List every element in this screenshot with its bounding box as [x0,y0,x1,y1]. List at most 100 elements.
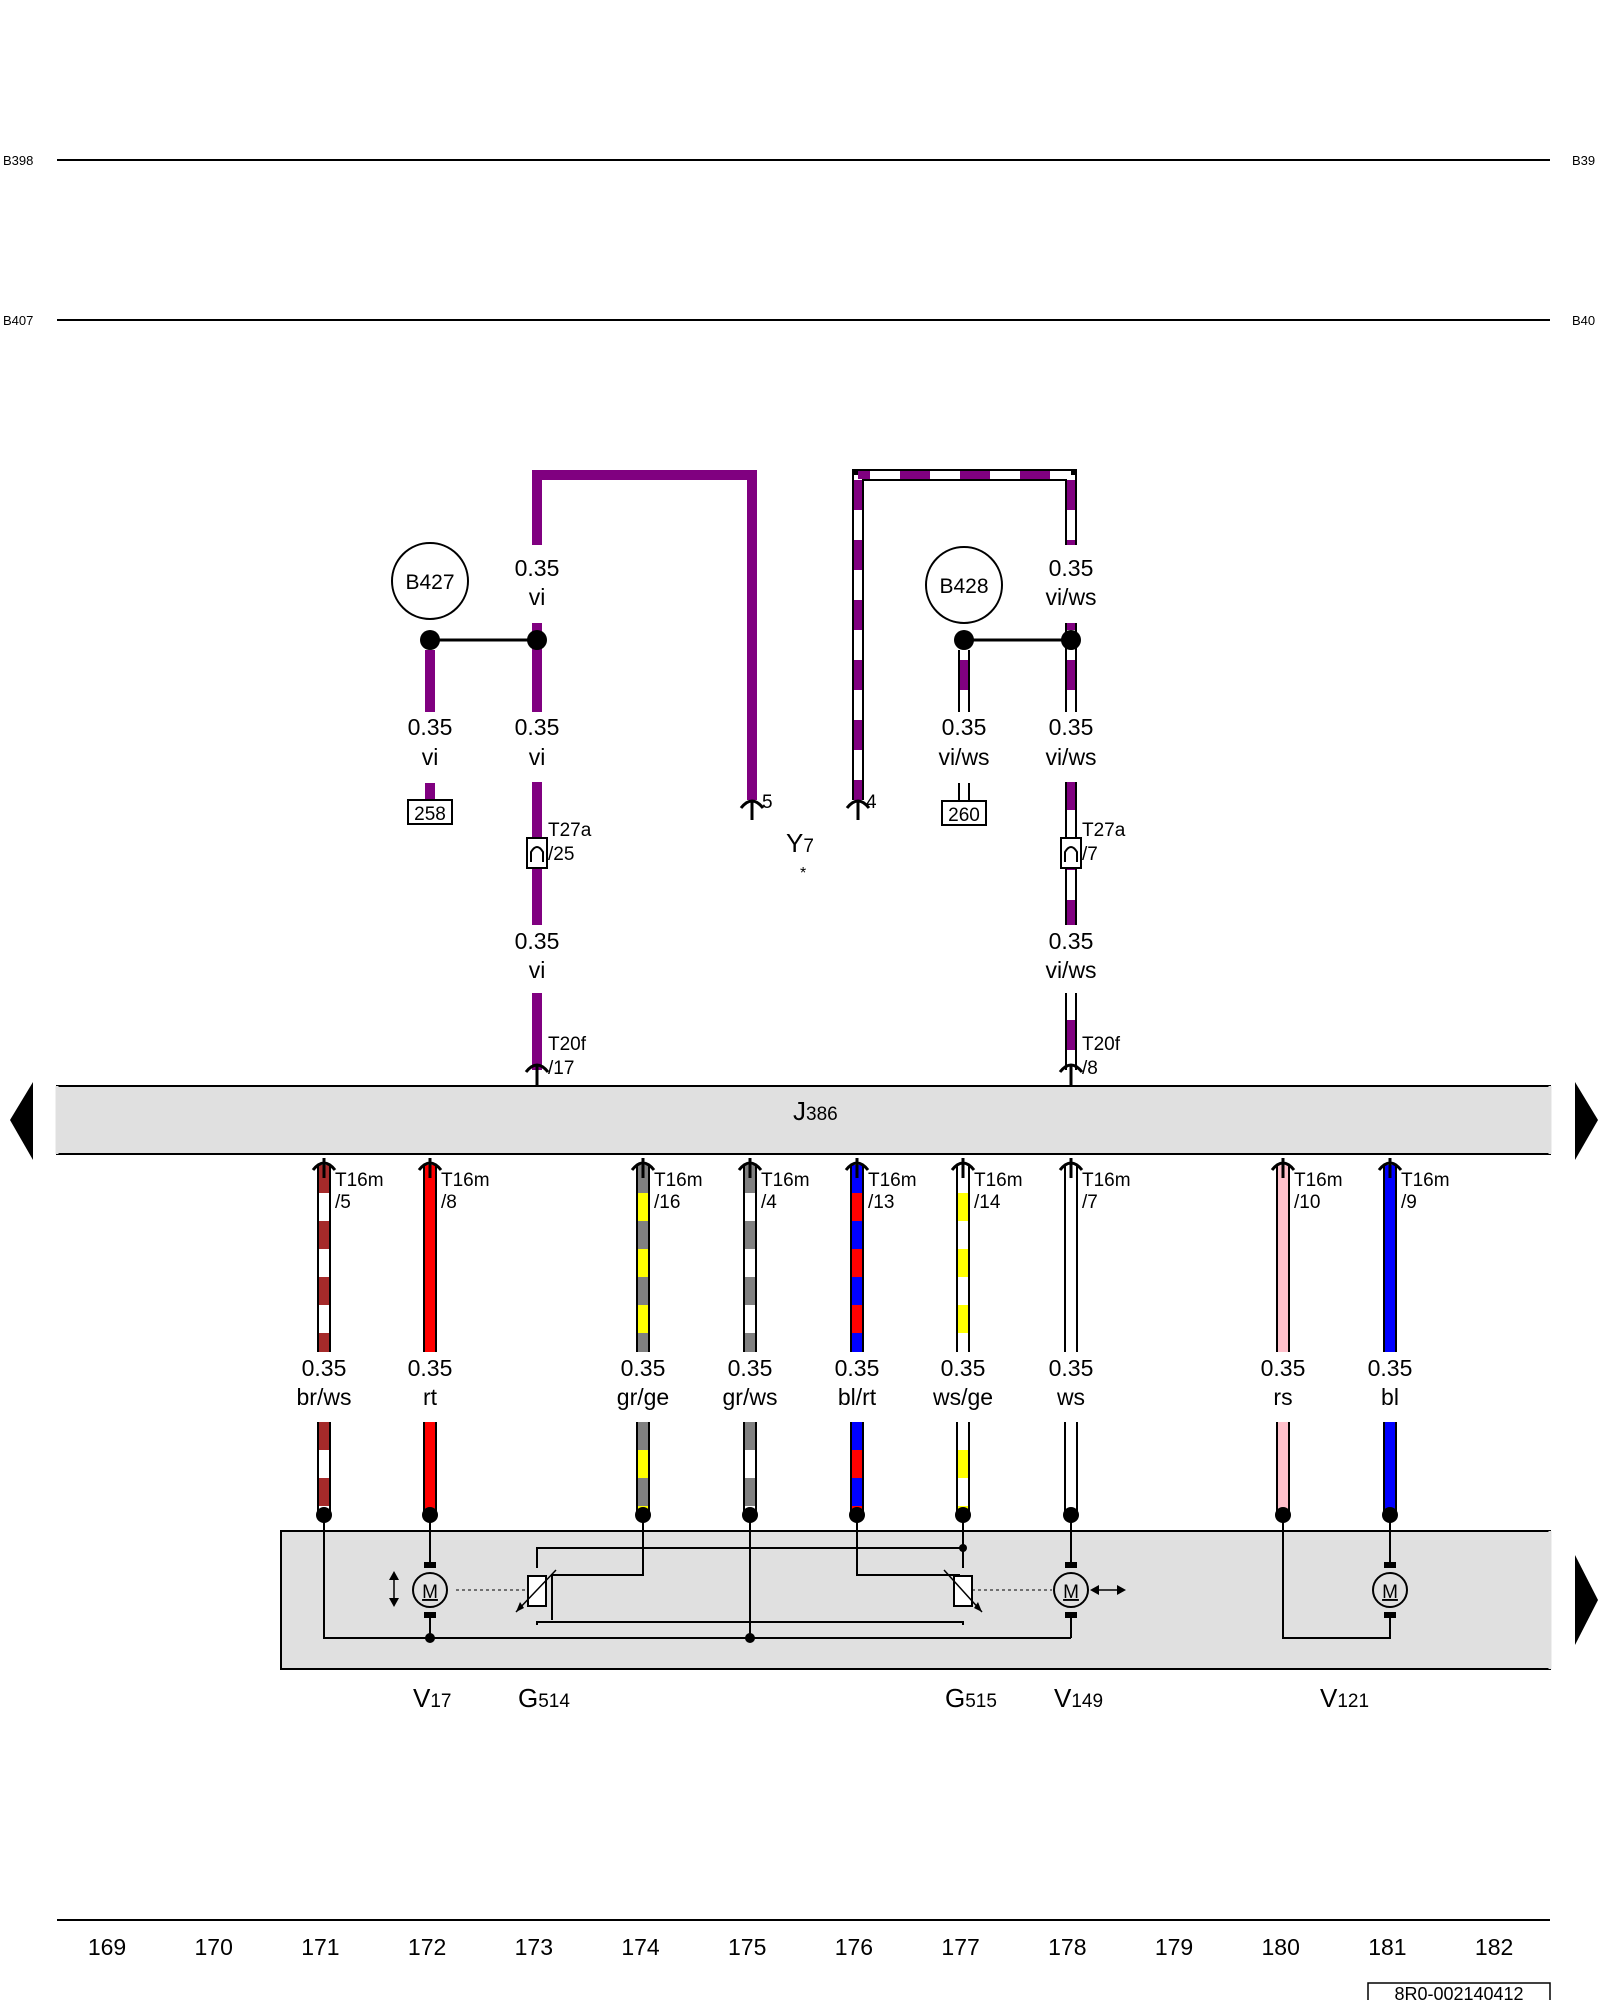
terminal-dot [955,1507,971,1523]
motor-symbol: M [422,1582,438,1603]
terminal-dot [422,1507,438,1523]
column-number: 174 [621,1934,660,1960]
wire-color-label: vi [529,744,546,770]
terminal-dot [742,1507,758,1523]
wire-gauge-label: 0.35 [1049,1355,1094,1381]
component-labels: V17 G514 G515 V149 V121 [413,1683,1369,1713]
connector-name: T27a [548,820,592,841]
wire-color-label: rs [1273,1384,1292,1410]
connector-pin: /17 [548,1058,574,1079]
control-unit-j386: J386 [10,1082,1598,1160]
connector-pin: /10 [1294,1192,1320,1213]
connector-pin: /5 [335,1192,351,1213]
edge-label-b407-right: B40 [1572,313,1595,328]
connector-pin: /13 [868,1192,894,1213]
connector-pin: 5 [762,792,773,813]
upper-right-circuit: B428 260 0.35 vi/ws 0.35 vi/ws 0.35 vi/w… [845,469,1126,1085]
reference-label-b428: B428 [939,575,988,598]
column-number: 171 [301,1934,339,1960]
connector-name: T16m [1082,1170,1131,1191]
left-right-arrow-icon [1090,1585,1126,1595]
wire-color-label: vi/ws [938,744,989,770]
column-number: 176 [835,1934,873,1960]
connector-pin: /25 [548,844,574,865]
column-number: 179 [1155,1934,1193,1960]
splice-dot [420,630,440,650]
component-y7: Y7 * [786,828,814,882]
wire-color-label: bl/rt [838,1384,877,1410]
connector-pin: /14 [974,1192,1001,1213]
connector-name: T16m [1294,1170,1343,1191]
wire-gauge-label: 0.35 [942,714,987,740]
upper-left-circuit: B427 258 0.35 vi 0.35 vi 0.35 vi 0.35 vi… [391,470,773,1085]
wire-color-label: ws [1056,1384,1085,1410]
continuation-arrow-left [10,1082,33,1160]
reference-circle-b427 [391,542,469,620]
wire-color-label: ws/ge [932,1384,993,1410]
connector-pin: /8 [441,1192,457,1213]
terminal-dot [849,1507,865,1523]
bus-line-b398: B398 B39 [3,153,1595,168]
internal-wiring [323,1515,1391,1639]
motor-symbol: M [1063,1582,1079,1603]
wire-color-label: vi [529,957,546,983]
column-number: 177 [941,1934,979,1960]
wire-gauge-label: 0.35 [408,1355,453,1381]
connector-name: T16m [335,1170,384,1191]
wire-color-label: vi/ws [1045,744,1096,770]
wire-gauge-label: 0.35 [1049,714,1094,740]
reference-label-b427: B427 [405,571,454,594]
terminal-dot [316,1507,332,1523]
edge-label-b398: B398 [3,153,33,168]
reference-label-260: 260 [948,805,980,826]
wire-gauge-label: 0.35 [621,1355,666,1381]
component-label-v121: V121 [1320,1683,1369,1713]
edge-label-b398-right: B39 [1572,153,1595,168]
wire-gauge-label: 0.35 [302,1355,347,1381]
connector-pin: /7 [1082,844,1098,865]
potentiometer-g514 [456,1569,557,1613]
component-label-g515: G515 [945,1683,997,1713]
column-number: 169 [88,1934,126,1960]
potentiometer-g515 [943,1569,1052,1613]
component-label-g514: G514 [518,1683,570,1713]
continuation-arrow-right [1575,1555,1598,1645]
up-down-arrow-icon [389,1571,399,1607]
connector-name: T16m [868,1170,917,1191]
connector-name: T16m [1401,1170,1450,1191]
wire-gauge-label: 0.35 [728,1355,773,1381]
motor-v121: M [1372,1562,1408,1618]
wire-color-label: gr/ws [723,1384,778,1410]
column-number: 181 [1368,1934,1406,1960]
document-code-label: 8R0-002140412 [1394,1984,1523,2000]
wire-color-label: bl [1381,1384,1399,1410]
wire-gauge-label: 0.35 [941,1355,986,1381]
bus-line-b407: B407 B40 [3,313,1595,328]
wire-color-label: vi/ws [1045,584,1096,610]
connector-pin: /16 [654,1192,680,1213]
reference-box-260 [941,800,987,826]
wire-gauge-label: 0.35 [515,555,560,581]
terminal-dot [1063,1507,1079,1523]
door-module-panel: M M M [280,1515,1598,1670]
control-unit-body [56,1085,1551,1155]
lower-wire-group: T16m/50.35br/wsT16m/80.35rtT16m/160.35gr… [297,1158,1450,1523]
wire-color-label: vi [422,744,439,770]
connector-pin: /8 [1082,1058,1098,1079]
connector-pin: /7 [1082,1192,1098,1213]
wire-color-label: vi [529,584,546,610]
wire-gauge-label: 0.35 [1049,928,1094,954]
reference-circle-b428 [925,546,1003,624]
splice-dot [1061,630,1081,650]
connector-name: T27a [1082,820,1126,841]
motor-v149: M [1053,1562,1126,1618]
connector-name: T16m [441,1170,490,1191]
